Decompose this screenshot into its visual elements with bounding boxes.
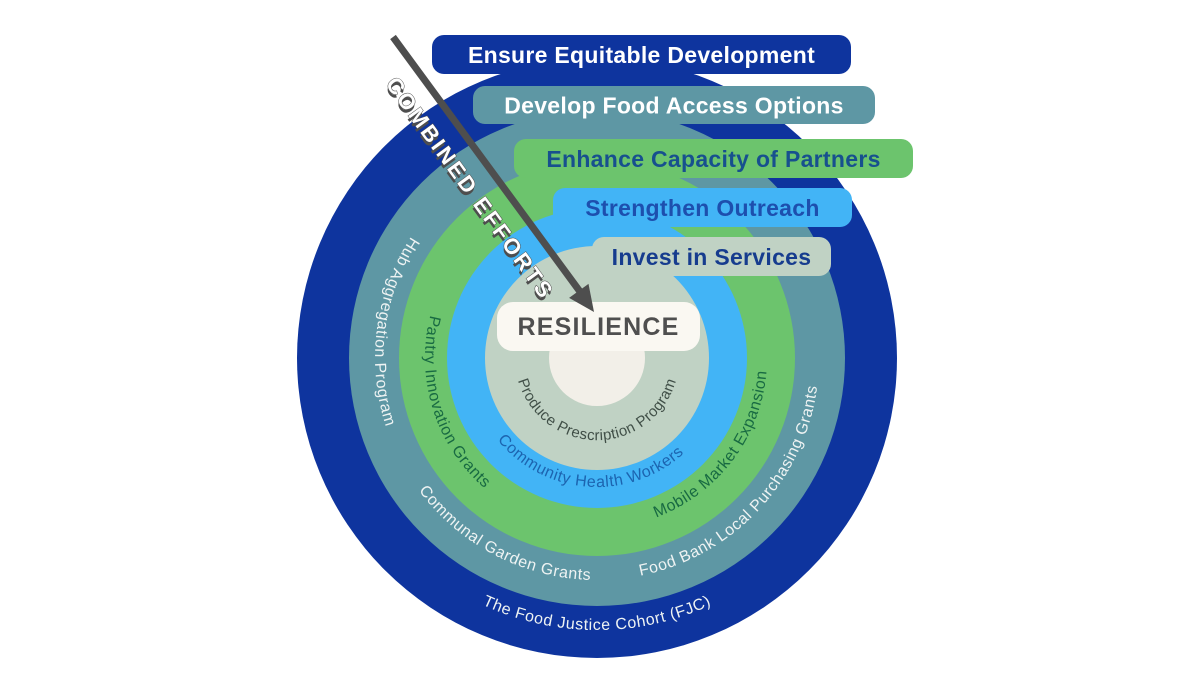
banner-label: Ensure Equitable Development bbox=[468, 42, 815, 68]
banner-invest-in-services: Invest in Services bbox=[592, 237, 831, 276]
banner-pill bbox=[473, 86, 875, 124]
banner-label: Enhance Capacity of Partners bbox=[546, 146, 880, 172]
banner-pill bbox=[592, 237, 831, 276]
banner-label: Develop Food Access Options bbox=[504, 93, 844, 119]
banner-pill bbox=[553, 188, 852, 227]
banner-pill bbox=[514, 139, 913, 178]
banner-enhance-capacity-of-partners: Enhance Capacity of Partners bbox=[514, 139, 913, 178]
banner-pill bbox=[432, 35, 851, 74]
banner-strengthen-outreach: Strengthen Outreach bbox=[553, 188, 852, 227]
banner-label: Strengthen Outreach bbox=[585, 195, 819, 221]
resilience-pill bbox=[497, 302, 700, 351]
banner-ensure-equitable-development: Ensure Equitable Development bbox=[432, 35, 851, 74]
banner-label: Invest in Services bbox=[612, 244, 812, 270]
resilience-banner: RESILIENCE bbox=[497, 302, 700, 351]
banner-develop-food-access-options: Develop Food Access Options bbox=[473, 86, 875, 124]
arrowhead-icon bbox=[569, 283, 594, 312]
resilience-label: RESILIENCE bbox=[517, 313, 679, 341]
arrow-shaft bbox=[390, 34, 584, 296]
